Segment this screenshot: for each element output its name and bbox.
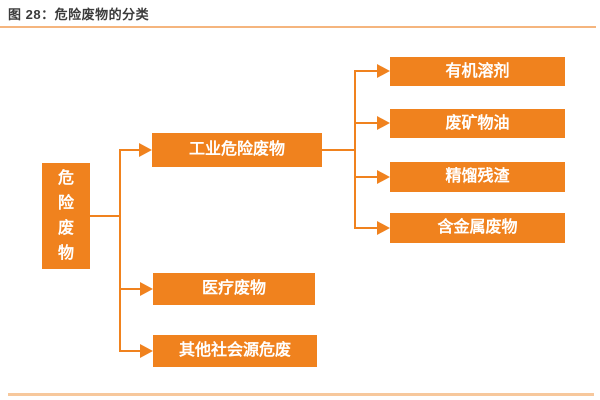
arrow-icon-to-waste-mineral-oil [377,116,390,130]
node-organic-solvent: 有机溶剂 [390,57,565,86]
connector-left-trunk [119,149,121,352]
connector-to-medical [119,288,141,290]
node-medical-waste: 医疗废物 [153,273,315,305]
connector-to-waste-mineral-oil [354,122,378,124]
connector-to-metal-bearing-waste [354,227,378,229]
connector-root-stem [90,215,121,217]
bottom-rule [8,393,594,396]
connector-to-industrial [119,149,140,151]
connector-to-distillation-residue [354,176,378,178]
node-metal-bearing-waste: 含金属废物 [390,213,565,243]
node-metal-bearing-waste-label: 含金属废物 [437,219,518,236]
node-distillation-residue: 精馏残渣 [390,162,565,192]
node-other-label: 其他社会源危废 [178,342,291,359]
connector-industrial-stem [322,149,355,151]
node-waste-mineral-oil-label: 废矿物油 [445,114,510,132]
arrow-icon-to-medical [140,282,153,296]
connector-to-organic-solvent [354,70,378,72]
node-distillation-residue-label: 精馏残渣 [445,168,510,185]
node-waste-mineral-oil: 废矿物油 [390,109,565,138]
connector-to-other [119,350,141,352]
node-other-social-source-waste: 其他社会源危废 [153,335,317,367]
arrow-icon-to-other [140,344,153,358]
figure-title: 图 28：危险废物的分类 [8,7,150,22]
title-underline [0,26,596,28]
node-hazardous-waste-label: 危险废物 [57,170,74,262]
arrow-icon-to-metal-bearing-waste [377,221,390,235]
node-industrial-label: 工业危险废物 [188,141,285,158]
node-hazardous-waste: 危险废物 [42,163,90,269]
node-industrial-hazardous-waste: 工业危险废物 [152,133,322,167]
arrow-icon-to-organic-solvent [377,64,390,78]
arrow-icon-to-industrial [139,143,152,157]
node-organic-solvent-label: 有机溶剂 [445,62,510,80]
connector-right-trunk [354,70,356,229]
arrow-icon-to-distillation-residue [377,170,390,184]
node-medical-label: 医疗废物 [201,280,266,297]
